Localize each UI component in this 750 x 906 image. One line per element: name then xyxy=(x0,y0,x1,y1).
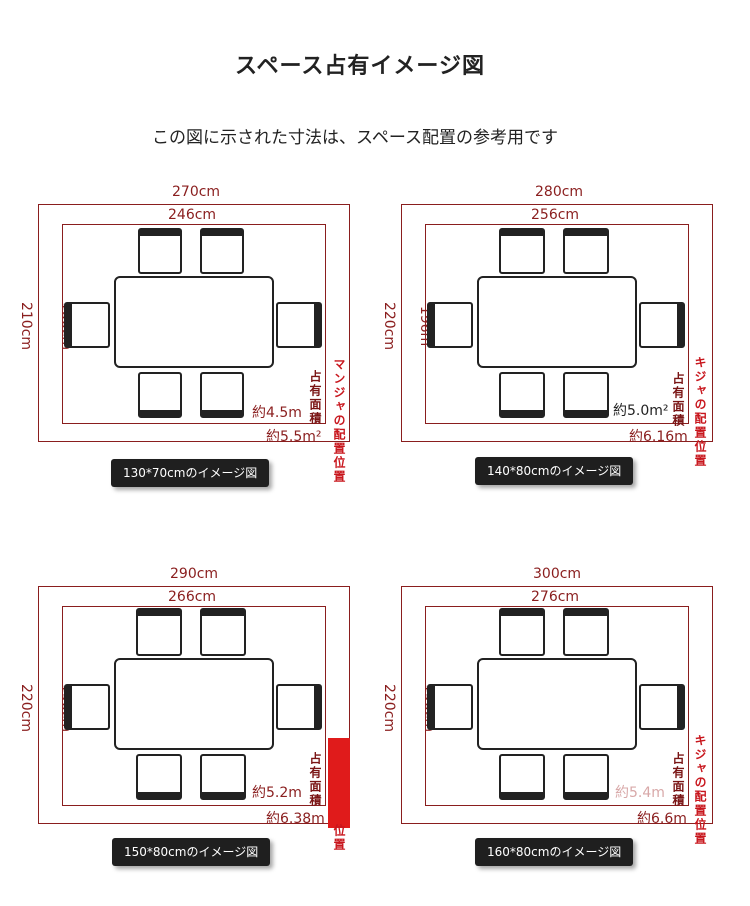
outer-height-label: 210cm xyxy=(18,301,35,351)
size-badge: 160*80cmのイメージ図 xyxy=(475,838,634,866)
placement-vertical-label: キジャの配置位置 xyxy=(693,356,707,468)
chair-top-right xyxy=(563,228,609,274)
chair-top-left xyxy=(499,228,545,274)
size-badge: 140*80cmのイメージ図 xyxy=(475,457,634,485)
layout-panel-4: 300cm 276cm 220cm 196cm 約5.4m 約6.6m 占有面積… xyxy=(381,562,723,882)
page-title: スペース占有イメージ図 xyxy=(235,54,485,79)
occupied-area-vertical-label: 占有面積 xyxy=(671,372,685,428)
size-badge: 150*80cmのイメージ図 xyxy=(112,838,271,866)
layout-panel-1: 270cm 246cm 210cm 186cm 約4.5m 約5.5m² 占有面… xyxy=(18,180,360,500)
chair-right xyxy=(639,684,685,730)
chair-top-left xyxy=(138,228,182,274)
area-large-label: 約6.6m xyxy=(637,811,687,827)
outer-width-label: 280cm xyxy=(535,184,584,200)
placement-vertical-label: キジャの配置位置 xyxy=(693,734,707,846)
outer-area-outline xyxy=(401,204,713,442)
occupied-area-vertical-label: 占有面積 xyxy=(308,752,322,808)
outer-height-label: 220cm xyxy=(381,683,398,733)
outer-width-label: 300cm xyxy=(533,566,582,582)
highlight-bar xyxy=(328,738,350,828)
inner-width-label: 246cm xyxy=(168,207,217,223)
outer-width-label: 270cm xyxy=(172,184,221,200)
dining-table xyxy=(114,658,274,750)
outer-area-outline xyxy=(401,586,713,824)
outer-height-label: 220cm xyxy=(381,301,398,351)
occupied-area-vertical-label: 占有面積 xyxy=(308,370,322,426)
chair-top-left xyxy=(499,608,545,656)
area-small-label: 約5.2m xyxy=(252,785,302,801)
chair-bottom-right xyxy=(200,754,246,800)
chair-top-right xyxy=(200,228,244,274)
chair-bottom-right xyxy=(563,754,609,800)
inner-width-label: 276cm xyxy=(531,589,580,605)
area-small-label: 約5.0m² xyxy=(613,403,669,419)
area-small-label: 約4.5m xyxy=(252,405,302,421)
outer-width-label: 290cm xyxy=(170,566,219,582)
chair-left xyxy=(64,302,110,348)
chair-left xyxy=(64,684,110,730)
inner-area-outline xyxy=(62,224,326,424)
inner-area-outline xyxy=(62,606,326,806)
chair-bottom-left xyxy=(138,372,182,418)
chair-left xyxy=(427,302,473,348)
chair-right xyxy=(276,684,322,730)
placement-vertical-label: 位置 xyxy=(332,824,346,852)
layout-panel-3: 290cm 266cm 220cm 196cm 約5.2m 約6.38m 占有面… xyxy=(18,562,360,882)
chair-top-left xyxy=(136,608,182,656)
inner-area-outline xyxy=(425,606,689,806)
inner-width-label: 266cm xyxy=(168,589,217,605)
chair-right xyxy=(276,302,322,348)
chair-bottom-right xyxy=(563,372,609,418)
page-subtitle: この図に示された寸法は、スペース配置の参考用です xyxy=(152,128,558,148)
layout-panel-2: 280cm 256cm 220cm 196m 約5.0m² 約6.16m 占有面… xyxy=(381,180,723,500)
chair-bottom-left xyxy=(136,754,182,800)
inner-width-label: 256cm xyxy=(531,207,580,223)
placement-vertical-label: マンジャの配置位置 xyxy=(332,358,346,484)
outer-area-outline xyxy=(38,586,350,824)
area-large-label: 約6.16m xyxy=(629,429,688,445)
chair-left xyxy=(427,684,473,730)
dining-table xyxy=(477,658,637,750)
chair-top-right xyxy=(563,608,609,656)
outer-area-outline xyxy=(38,204,350,442)
inner-area-outline xyxy=(425,224,689,424)
chair-bottom-left xyxy=(499,754,545,800)
dining-table xyxy=(114,276,274,368)
occupied-area-vertical-label: 占有面積 xyxy=(671,752,685,808)
chair-top-right xyxy=(200,608,246,656)
dining-table xyxy=(477,276,637,368)
area-large-label: 約6.38m xyxy=(266,811,325,827)
area-large-label: 約5.5m² xyxy=(266,429,322,445)
size-badge: 130*70cmのイメージ図 xyxy=(111,459,270,487)
outer-height-label: 220cm xyxy=(18,683,35,733)
chair-right xyxy=(639,302,685,348)
area-small-label: 約5.4m xyxy=(615,785,665,801)
chair-bottom-left xyxy=(499,372,545,418)
chair-bottom-right xyxy=(200,372,244,418)
